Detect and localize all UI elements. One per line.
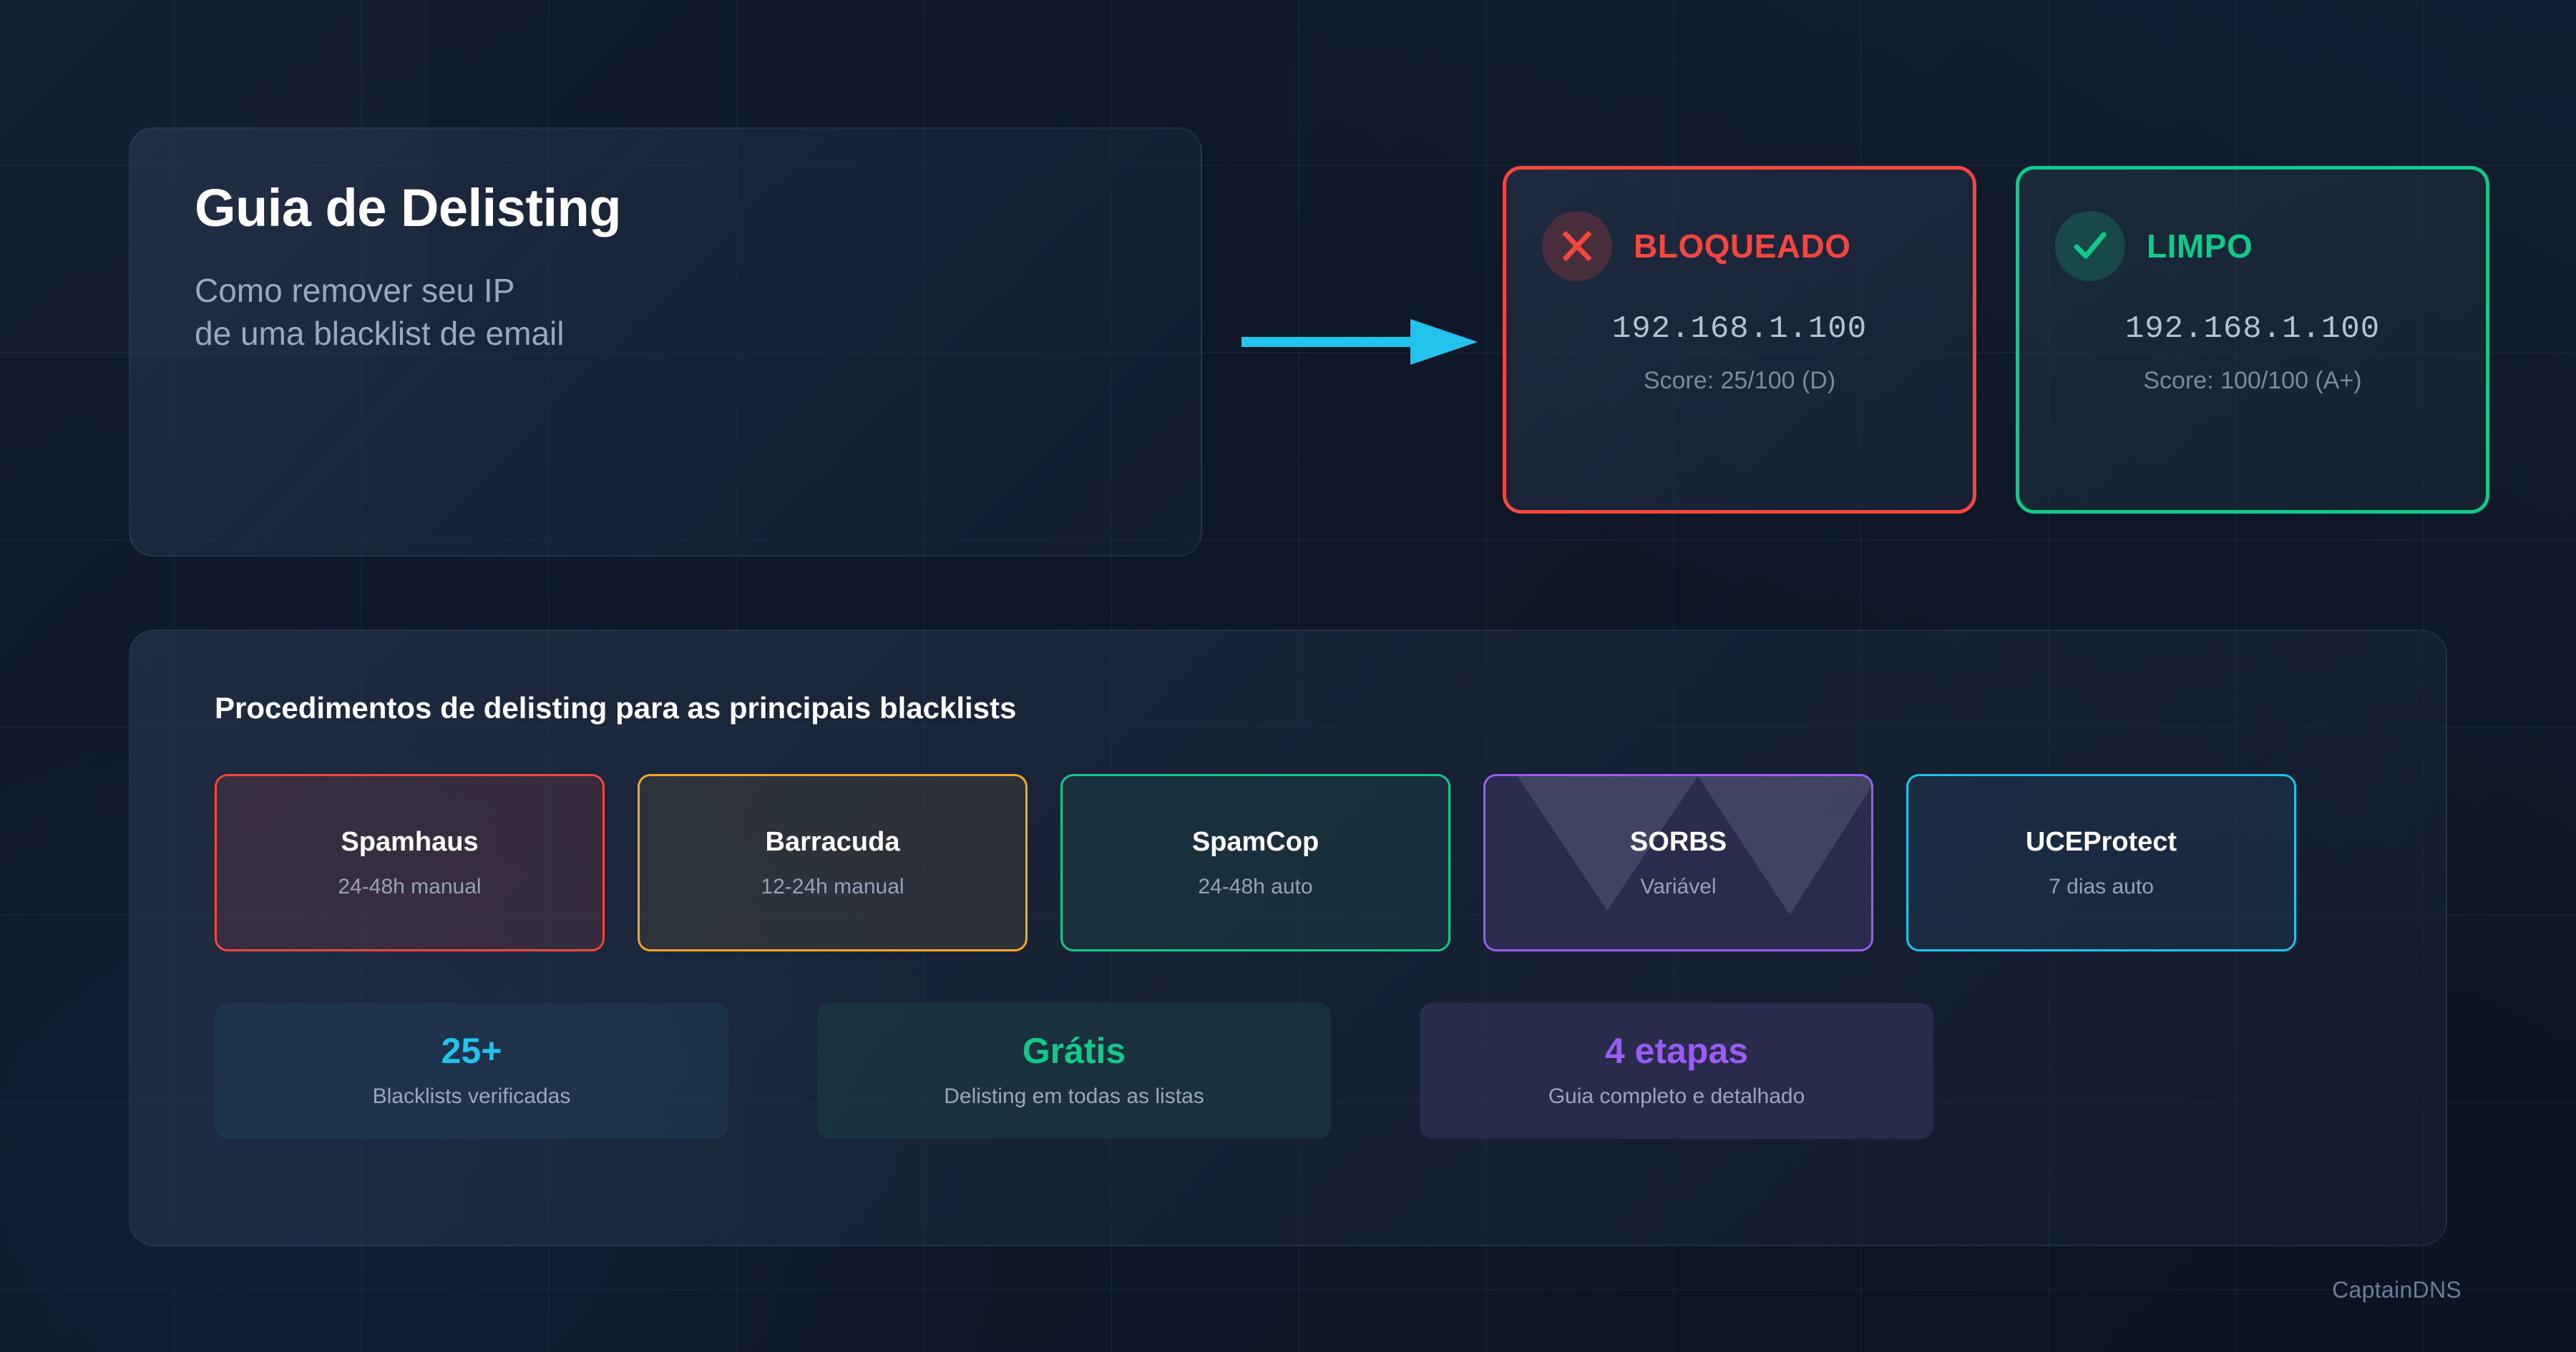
blacklist-name: Barracuda <box>765 826 900 857</box>
status-card-clean: LIMPO 192.168.1.100 Score: 100/100 (A+) <box>2016 166 2489 514</box>
blacklist-card-sorbs[interactable]: SORBS Variável <box>1483 774 1873 951</box>
status-card-blocked-score: Score: 25/100 (D) <box>1643 367 1836 394</box>
blacklist-card-barracuda[interactable]: Barracuda 12-24h manual <box>638 774 1028 951</box>
status-card-blocked-header: BLOQUEADO <box>1506 211 1973 281</box>
status-badge-blocked-label: BLOQUEADO <box>1634 227 1851 265</box>
blacklist-card-spamcop[interactable]: SpamCop 24-48h auto <box>1060 774 1450 951</box>
blacklist-name: SORBS <box>1629 826 1727 857</box>
stat-label: Blacklists verificadas <box>372 1084 571 1108</box>
hero-subtitle-line-1: Como remover seu IP <box>195 271 515 309</box>
stat-card-steps: 4 etapas Guia completo e detalhado <box>1420 1003 1933 1139</box>
x-mark-icon <box>1542 211 1612 281</box>
stat-value: 25+ <box>441 1031 502 1071</box>
status-card-blocked-ip: 192.168.1.100 <box>1611 311 1868 347</box>
zigzag-decoration-icon <box>1517 776 1871 915</box>
stat-label: Delisting em todas as listas <box>944 1084 1204 1108</box>
blacklist-time: 24-48h manual <box>338 874 482 898</box>
procedures-panel: Procedimentos de delisting para as princ… <box>129 630 2447 1246</box>
blacklist-time: 24-48h auto <box>1198 874 1313 898</box>
blacklist-name: UCEProtect <box>2025 826 2177 857</box>
panel-title: Procedimentos de delisting para as princ… <box>215 691 1017 725</box>
blacklist-name: Spamhaus <box>341 826 479 857</box>
blacklist-card-uceprotect[interactable]: UCEProtect 7 dias auto <box>1906 774 2296 951</box>
stat-value: Grátis <box>1022 1031 1126 1071</box>
flow-arrow-icon <box>1241 319 1478 365</box>
hero-card: Guia de Delisting Como remover seu IP de… <box>129 127 1202 557</box>
status-card-clean-score: Score: 100/100 (A+) <box>2143 367 2362 394</box>
blacklist-card-row: Spamhaus 24-48h manual Barracuda 12-24h … <box>215 774 2361 951</box>
blacklist-card-spamhaus[interactable]: Spamhaus 24-48h manual <box>215 774 605 951</box>
blacklist-time: 7 dias auto <box>2049 874 2154 898</box>
stat-value: 4 etapas <box>1604 1031 1749 1071</box>
brand-watermark: CaptainDNS <box>2332 1277 2462 1303</box>
status-card-clean-ip: 192.168.1.100 <box>2124 311 2381 347</box>
status-badge-clean-label: LIMPO <box>2147 227 2253 265</box>
status-card-clean-header: LIMPO <box>2019 211 2486 281</box>
blacklist-time: Variável <box>1640 874 1717 898</box>
stat-card-free: Grátis Delisting em todas as listas <box>817 1003 1331 1139</box>
stat-card-row: 25+ Blacklists verificadas Grátis Delist… <box>215 1003 2361 1139</box>
blacklist-name: SpamCop <box>1191 826 1319 857</box>
stat-label: Guia completo e detalhado <box>1548 1084 1805 1108</box>
blacklist-time: 12-24h manual <box>761 874 904 898</box>
hero-subtitle-line-2: de uma blacklist de email <box>195 315 565 353</box>
stat-card-blacklists-checked: 25+ Blacklists verificadas <box>215 1003 728 1139</box>
check-mark-icon <box>2055 211 2125 281</box>
status-card-blocked: BLOQUEADO 192.168.1.100 Score: 25/100 (D… <box>1503 166 1976 514</box>
page-title: Guia de Delisting <box>195 178 621 237</box>
